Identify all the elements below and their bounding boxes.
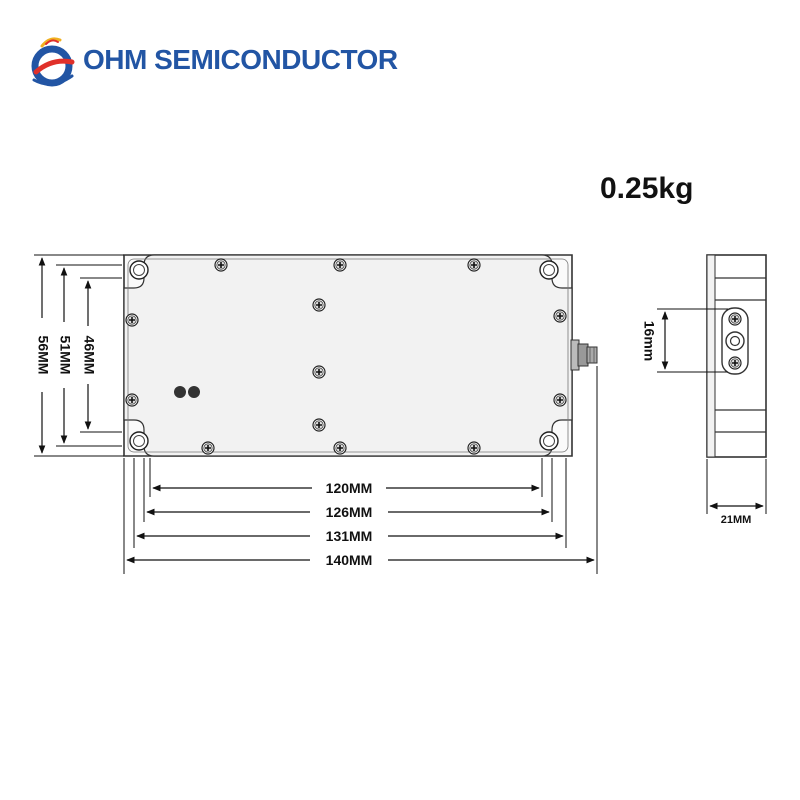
length-dimensions: 120MM 126MM 131MM 140MM bbox=[123, 366, 598, 574]
dim-length-126: 126MM bbox=[326, 504, 373, 520]
dim-height-56: 56MM bbox=[35, 336, 51, 375]
screw-icon bbox=[214, 258, 228, 272]
screw-icon bbox=[312, 365, 326, 379]
screw-icon bbox=[125, 393, 139, 407]
side-view-dimensions: 16mm 21MM bbox=[641, 308, 767, 526]
dim-connector-spacing: 16mm bbox=[641, 321, 657, 361]
dim-length-131: 131MM bbox=[326, 528, 373, 544]
screw-icon bbox=[312, 298, 326, 312]
mounting-hole-icon bbox=[539, 431, 559, 451]
screw-icon bbox=[553, 393, 567, 407]
screw-icon bbox=[728, 312, 742, 326]
ohm-logo-icon bbox=[31, 37, 75, 87]
screw-icon bbox=[467, 441, 481, 455]
dim-height-51: 51MM bbox=[57, 336, 73, 375]
side-view bbox=[706, 254, 767, 458]
screw-icon bbox=[553, 309, 567, 323]
height-dimensions: 56MM 51MM 46MM bbox=[34, 254, 124, 457]
dim-length-120: 120MM bbox=[326, 480, 373, 496]
indicator-dot-icon bbox=[174, 386, 200, 398]
screw-icon bbox=[125, 313, 139, 327]
rf-connector-icon bbox=[725, 331, 745, 351]
mounting-hole-icon bbox=[129, 431, 149, 451]
product-weight: 0.25kg bbox=[600, 172, 694, 205]
screw-icon bbox=[467, 258, 481, 272]
dim-height-46: 46MM bbox=[81, 336, 97, 375]
dim-length-140: 140MM bbox=[326, 552, 373, 568]
screw-icon bbox=[728, 356, 742, 370]
screw-icon bbox=[312, 418, 326, 432]
rf-connector-icon bbox=[570, 339, 598, 371]
brand-name: OHM SEMICONDUCTOR bbox=[83, 44, 398, 75]
screw-icon bbox=[201, 441, 215, 455]
screw-icon bbox=[333, 441, 347, 455]
amplifier-housing bbox=[123, 254, 573, 457]
mounting-hole-icon bbox=[539, 260, 559, 280]
screw-icon bbox=[333, 258, 347, 272]
dim-thickness: 21MM bbox=[721, 514, 752, 526]
mounting-hole-icon bbox=[129, 260, 149, 280]
